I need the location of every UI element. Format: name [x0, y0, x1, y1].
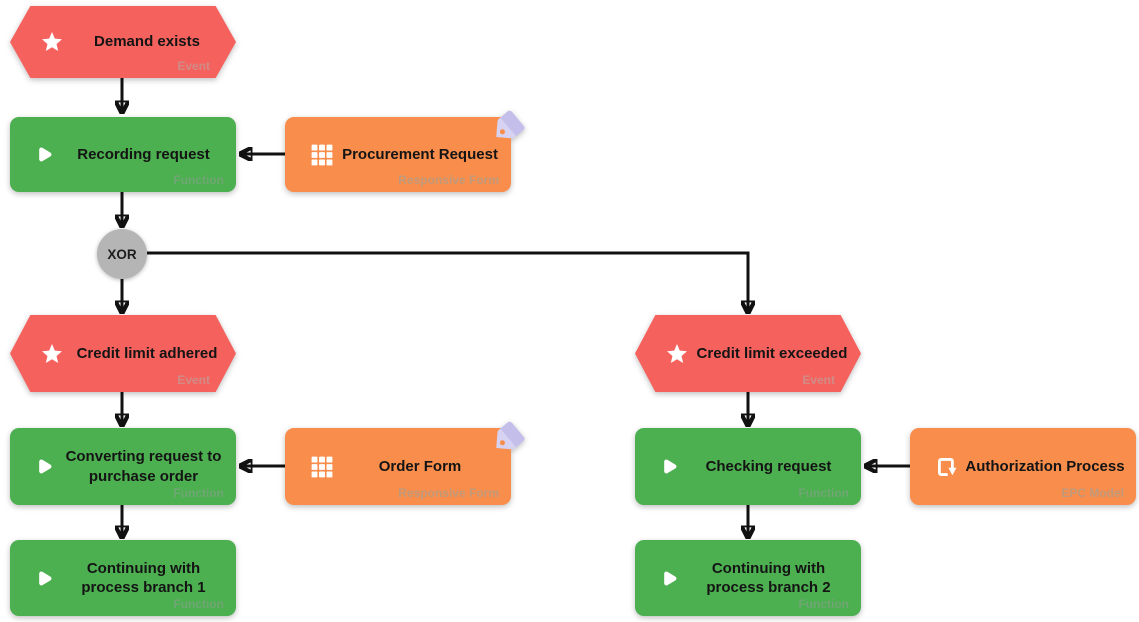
tag-icon	[481, 412, 538, 469]
function-continuing-branch-2[interactable]: Continuing with process branch 2 Functio…	[635, 540, 861, 616]
node-title: Checking request	[705, 457, 832, 475]
xor-label: XOR	[107, 246, 137, 262]
node-title: Continuing with process branch 1	[81, 559, 206, 597]
type-label: Function	[173, 486, 224, 500]
type-label: Responsive Form	[398, 486, 499, 500]
function-converting-request[interactable]: Converting request to purchase order Fun…	[10, 428, 236, 505]
artifact-order-form[interactable]: Order Form Responsive Form	[285, 421, 525, 505]
artifact-authorization-process[interactable]: Authorization Process EPC Model	[910, 428, 1136, 505]
event-credit-limit-adhered[interactable]: Credit limit adhered Event	[10, 315, 236, 392]
node-title: Credit limit exceeded	[696, 344, 848, 362]
star-icon	[665, 342, 689, 366]
node-title: Credit limit adhered	[76, 344, 218, 362]
play-icon	[32, 142, 57, 167]
play-icon	[32, 454, 57, 479]
play-icon	[657, 566, 682, 591]
star-icon	[40, 342, 64, 366]
grid-icon	[309, 454, 335, 480]
play-icon	[32, 566, 57, 591]
node-title: Order Form	[378, 457, 462, 475]
type-label: Function	[173, 173, 224, 187]
node-title: Procurement Request	[342, 145, 498, 163]
function-recording-request[interactable]: Recording request Function	[10, 117, 236, 192]
star-icon	[40, 30, 64, 54]
node-title: Authorization Process	[965, 457, 1125, 475]
function-checking-request[interactable]: Checking request Function	[635, 428, 861, 505]
type-label: Event	[177, 373, 210, 387]
node-title: Demand exists	[94, 33, 200, 51]
artifact-procurement-request[interactable]: Procurement Request Responsive Form	[285, 110, 525, 192]
type-label: Function	[798, 597, 849, 611]
type-label: Event	[802, 373, 835, 387]
type-label: Responsive Form	[398, 173, 499, 187]
function-continuing-branch-1[interactable]: Continuing with process branch 1 Functio…	[10, 540, 236, 616]
event-credit-limit-exceeded[interactable]: Credit limit exceeded Event	[635, 315, 861, 392]
epc-model-icon	[934, 454, 960, 480]
type-label: EPC Model	[1061, 486, 1124, 500]
node-title: Converting request to purchase order	[65, 448, 222, 485]
type-label: Event	[177, 59, 210, 73]
type-label: Function	[798, 486, 849, 500]
event-demand-exists[interactable]: Demand exists Event	[10, 6, 236, 78]
grid-icon	[309, 142, 335, 168]
xor-connector[interactable]: XOR	[97, 229, 147, 279]
edge-xor-to-exceeded[interactable]	[147, 251, 748, 312]
node-title: Continuing with process branch 2	[706, 559, 831, 597]
play-icon	[657, 454, 682, 479]
tag-icon	[481, 101, 538, 158]
type-label: Function	[173, 597, 224, 611]
node-title: Recording request	[77, 145, 210, 163]
